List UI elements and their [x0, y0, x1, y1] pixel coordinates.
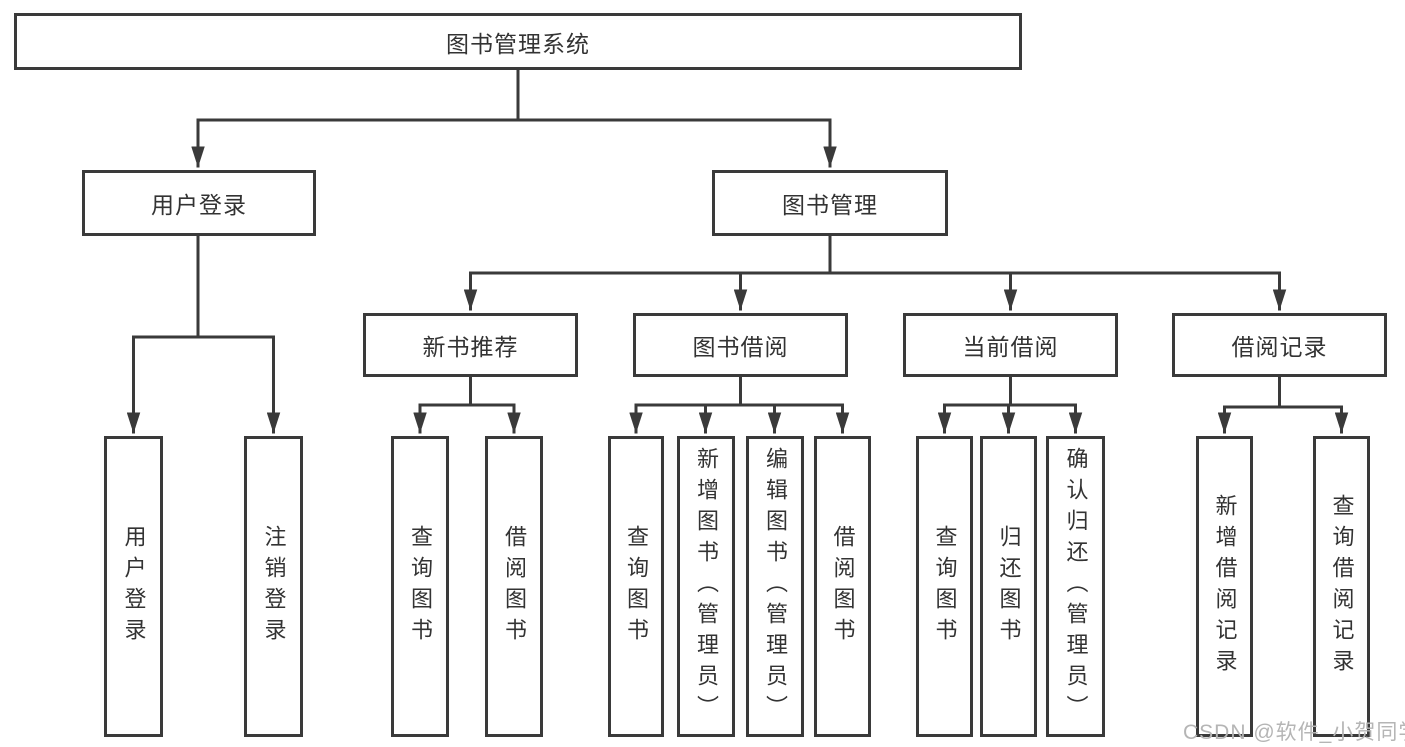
leaf-confirm-return-admin: 确认归还（管理员） [1046, 436, 1105, 737]
leaf-label: 查询图书 [932, 524, 958, 649]
leaf-label: 用户登录 [121, 524, 147, 649]
node-new-book-recommendation: 新书推荐 [363, 313, 578, 377]
node-current-borrowing: 当前借阅 [903, 313, 1118, 377]
leaf-label: 新增图书（管理员） [694, 447, 719, 726]
csdn-watermark: CSDN @软件_小贺同学 [1183, 721, 1405, 744]
leaf-label: 归还图书 [996, 524, 1022, 649]
leaf-query-borrow-record: 查询借阅记录 [1313, 436, 1370, 737]
leaf-recommend-query-books: 查询图书 [391, 436, 449, 737]
node-user-login: 用户登录 [82, 170, 316, 236]
leaf-user-login: 用户登录 [104, 436, 163, 737]
leaf-label: 注销登录 [261, 524, 287, 649]
leaf-label: 查询借阅记录 [1329, 493, 1355, 680]
leaf-edit-books-admin: 编辑图书（管理员） [746, 436, 804, 737]
leaf-add-borrow-record: 新增借阅记录 [1196, 436, 1253, 737]
node-label: 当前借阅 [962, 334, 1059, 360]
leaf-label: 确认归还（管理员） [1063, 447, 1089, 726]
node-label: 图书管理 [782, 192, 878, 218]
node-label: 图书管理系统 [446, 30, 590, 57]
node-book-management: 图书管理 [712, 170, 948, 236]
leaf-return-books: 归还图书 [980, 436, 1037, 737]
leaf-borrowing-query-books: 查询图书 [608, 436, 664, 737]
leaf-logout: 注销登录 [244, 436, 303, 737]
leaf-label: 查询图书 [624, 524, 649, 649]
leaf-label: 查询图书 [408, 524, 433, 649]
leaf-borrow-books: 借阅图书 [814, 436, 871, 737]
leaf-label: 借阅图书 [502, 524, 527, 649]
node-label: 用户登录 [151, 192, 247, 218]
leaf-current-query-books: 查询图书 [916, 436, 973, 737]
node-label: 借阅记录 [1231, 334, 1328, 360]
leaf-label: 编辑图书（管理员） [763, 447, 788, 726]
leaf-recommend-borrow-books: 借阅图书 [485, 436, 543, 737]
leaf-add-books-admin: 新增图书（管理员） [677, 436, 735, 737]
leaf-label: 借阅图书 [830, 524, 856, 649]
leaf-label: 新增借阅记录 [1212, 493, 1238, 680]
node-borrowing-records: 借阅记录 [1172, 313, 1387, 377]
node-book-borrowing: 图书借阅 [633, 313, 848, 377]
node-book-management-system: 图书管理系统 [14, 13, 1022, 70]
node-label: 新书推荐 [422, 334, 519, 360]
node-label: 图书借阅 [692, 334, 789, 360]
